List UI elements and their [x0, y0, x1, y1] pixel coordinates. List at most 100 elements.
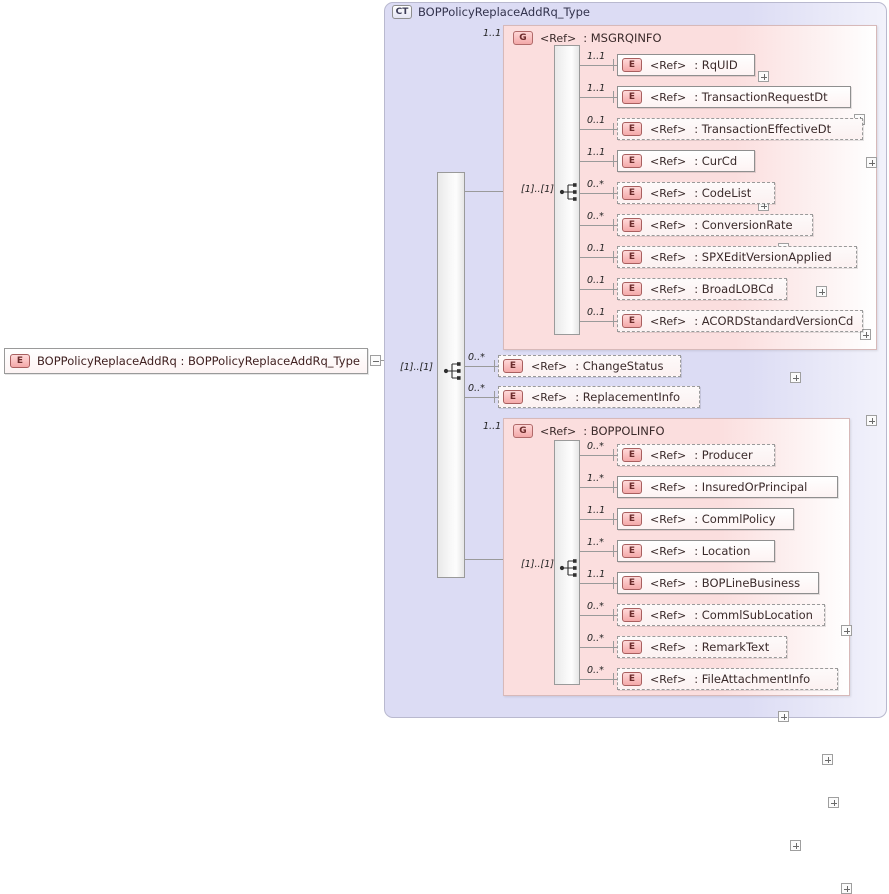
element-name-label: : InsuredOrPrincipal — [694, 480, 808, 494]
element-box[interactable]: E<Ref>: CodeList — [617, 182, 775, 204]
element-name-label: : TransactionEffectiveDt — [694, 122, 832, 136]
element-expand-toggle[interactable] — [790, 372, 801, 383]
element-box[interactable]: E<Ref>: RemarkText — [617, 636, 787, 658]
element-type-badge: E — [622, 512, 642, 526]
element-expand-toggle[interactable] — [758, 71, 769, 82]
element-name-label: : RemarkText — [694, 640, 770, 654]
element-type-badge: E — [622, 122, 642, 136]
connector-stub — [613, 641, 614, 653]
element-box[interactable]: E<Ref>: TransactionEffectiveDt — [617, 118, 863, 140]
element-type-badge: E — [622, 448, 642, 462]
element-expand-toggle[interactable] — [828, 797, 839, 808]
element-expand-toggle[interactable] — [860, 329, 871, 340]
complextype-header: CT BOPPolicyReplaceAddRq_Type — [392, 5, 590, 19]
element-box[interactable]: E<Ref>: ACORDStandardVersionCd — [617, 310, 863, 332]
connector-line — [580, 321, 617, 322]
element-ref-label: <Ref> — [650, 480, 687, 494]
element-box[interactable]: E<Ref>: CommlPolicy — [617, 508, 794, 530]
connector-line — [580, 65, 617, 66]
element-expand-toggle[interactable] — [778, 711, 789, 722]
element-name-label: : ReplacementInfo — [575, 390, 681, 404]
group-msgrqinfo-cardinality: 1..1 — [483, 28, 502, 39]
connector-stub — [613, 577, 614, 589]
element-name-label: : ConversionRate — [694, 218, 793, 232]
element-expand-toggle[interactable] — [841, 883, 852, 894]
element-type-badge: E — [622, 640, 642, 654]
element-box[interactable]: E<Ref>: RqUID — [617, 54, 755, 76]
element-type-badge: E — [622, 672, 642, 686]
connector-line — [580, 161, 617, 162]
element-expand-toggle[interactable] — [841, 625, 852, 636]
connector-stub — [613, 673, 614, 685]
connector-stub — [613, 481, 614, 493]
element-cardinality: 1..1 — [587, 569, 606, 580]
element-box[interactable]: E<Ref>: BOPLineBusiness — [617, 572, 819, 594]
element-box[interactable]: E<Ref>: CommlSubLocation — [617, 604, 825, 626]
element-box[interactable]: E<Ref>: ChangeStatus — [498, 355, 681, 377]
element-box[interactable]: E<Ref>: ReplacementInfo — [498, 386, 700, 408]
element-name-label: : CommlPolicy — [694, 512, 776, 526]
element-ref-label: <Ref> — [650, 58, 687, 72]
connector-stub — [613, 513, 614, 525]
element-ref-label: <Ref> — [650, 544, 687, 558]
element-expand-toggle[interactable] — [822, 754, 833, 765]
connector-line — [580, 455, 617, 456]
connector-line — [580, 615, 617, 616]
element-expand-toggle[interactable] — [790, 840, 801, 851]
root-collapse-toggle[interactable] — [370, 355, 381, 366]
element-type-badge: E — [622, 282, 642, 296]
element-box[interactable]: E<Ref>: SPXEditVersionApplied — [617, 246, 857, 268]
element-cardinality: 0..* — [587, 179, 604, 190]
element-name-label: : TransactionRequestDt — [694, 90, 828, 104]
element-type-badge: E — [622, 58, 642, 72]
element-cardinality: 0..* — [587, 665, 604, 676]
element-name-label: : CodeList — [694, 186, 752, 200]
connector-stub — [613, 545, 614, 557]
element-ref-label: <Ref> — [650, 608, 687, 622]
connector-line — [580, 225, 617, 226]
element-box[interactable]: E<Ref>: Producer — [617, 444, 775, 466]
element-cardinality: 0..* — [587, 441, 604, 452]
connector-line — [580, 487, 617, 488]
root-sequence-cardinality: [1]..[1] — [400, 362, 433, 373]
element-box[interactable]: E<Ref>: BroadLOBCd — [617, 278, 787, 300]
element-box[interactable]: E<Ref>: CurCd — [617, 150, 755, 172]
element-box[interactable]: E<Ref>: TransactionRequestDt — [617, 86, 851, 108]
element-ref-label: <Ref> — [650, 576, 687, 590]
element-type-badge: E — [622, 90, 642, 104]
element-name-label: : FileAttachmentInfo — [694, 672, 811, 686]
element-cardinality: 0..* — [587, 211, 604, 222]
root-element-box[interactable]: E BOPPolicyReplaceAddRq : BOPPolicyRepla… — [4, 348, 368, 374]
element-cardinality: 1..1 — [587, 505, 606, 516]
element-expand-toggle[interactable] — [866, 157, 877, 168]
element-name-label: : Location — [694, 544, 751, 558]
connector-stub — [494, 391, 495, 403]
complextype-badge: CT — [392, 5, 412, 19]
element-name-label: : CommlSubLocation — [694, 608, 813, 622]
connector-line — [580, 583, 617, 584]
element-expand-toggle[interactable] — [866, 415, 877, 426]
group-name-label: : BOPPOLINFO — [583, 424, 665, 438]
element-box[interactable]: E<Ref>: FileAttachmentInfo — [617, 668, 838, 690]
element-cardinality: 1..1 — [587, 83, 606, 94]
element-box[interactable]: E <Ref> : InsuredOrPrincipal — [617, 476, 838, 498]
element-type-badge: E — [622, 480, 642, 494]
element-ref-label: <Ref> — [650, 448, 687, 462]
connector-line — [580, 97, 617, 98]
connector-line — [580, 129, 617, 130]
connector-stub — [613, 219, 614, 231]
element-box[interactable]: E<Ref>: Location — [617, 540, 775, 562]
sequence-icon — [559, 557, 581, 579]
connector-line — [580, 289, 617, 290]
element-ref-label: <Ref> — [650, 314, 687, 328]
element-cardinality: 1..* — [587, 473, 604, 484]
element-expand-toggle[interactable] — [816, 286, 827, 297]
connector-line — [580, 257, 617, 258]
element-type-badge: E — [503, 359, 523, 373]
element-box[interactable]: E<Ref>: ConversionRate — [617, 214, 813, 236]
element-ref-label: <Ref> — [531, 359, 568, 373]
element-ref-label: <Ref> — [531, 390, 568, 404]
connector-stub — [613, 123, 614, 135]
element-cardinality: 0..* — [587, 633, 604, 644]
